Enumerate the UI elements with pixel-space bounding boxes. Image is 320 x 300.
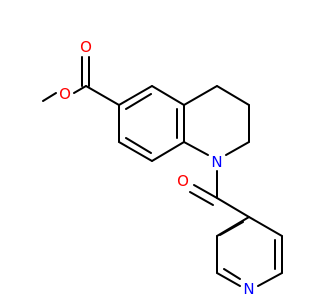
bond-amide-double-1 (193, 184, 218, 199)
bond-methyl-oxygen (42, 92, 57, 102)
bond-benzene-4 (151, 141, 185, 162)
bond-amide-double-2 (189, 191, 214, 206)
bond-benzene-5 (118, 141, 153, 162)
bond-ester-oxygen-carbonyl (73, 85, 87, 94)
bond-benzene-2 (151, 85, 185, 106)
bond-pyridine-3-inner (223, 268, 241, 280)
bond-benzene-1 (118, 85, 153, 106)
atom-labels: O O N O N (59, 38, 255, 298)
bond-pyridine-4 (257, 272, 283, 287)
bonds (42, 56, 283, 287)
bond-pyridine-3 (216, 272, 241, 287)
atom-nitrogen-ring: N (211, 153, 222, 171)
bond-carbonyl-pyridine (216, 197, 250, 218)
bond-benzene-5-inner (125, 137, 152, 154)
molecule-structure-diagram: O O N O N (42, 38, 283, 298)
bond-ring-ch2-1 (183, 85, 218, 106)
atom-oxygen-amide: O (177, 172, 189, 190)
atom-nitrogen-pyridine: N (243, 280, 254, 298)
bond-ring-ch2-2 (216, 85, 250, 106)
bond-pyridine-1-inner (219, 221, 244, 236)
atom-oxygen-carbonyl-top: O (80, 38, 92, 56)
bond-pyridine-6 (248, 216, 283, 237)
bond-carbonyl-ring (85, 85, 120, 106)
bond-benzene-1-inner (125, 93, 152, 110)
atom-oxygen-ester: O (59, 85, 71, 103)
bond-ring-ch2-nitrogen (225, 141, 250, 156)
bond-nitrogen-aryl (183, 141, 209, 156)
